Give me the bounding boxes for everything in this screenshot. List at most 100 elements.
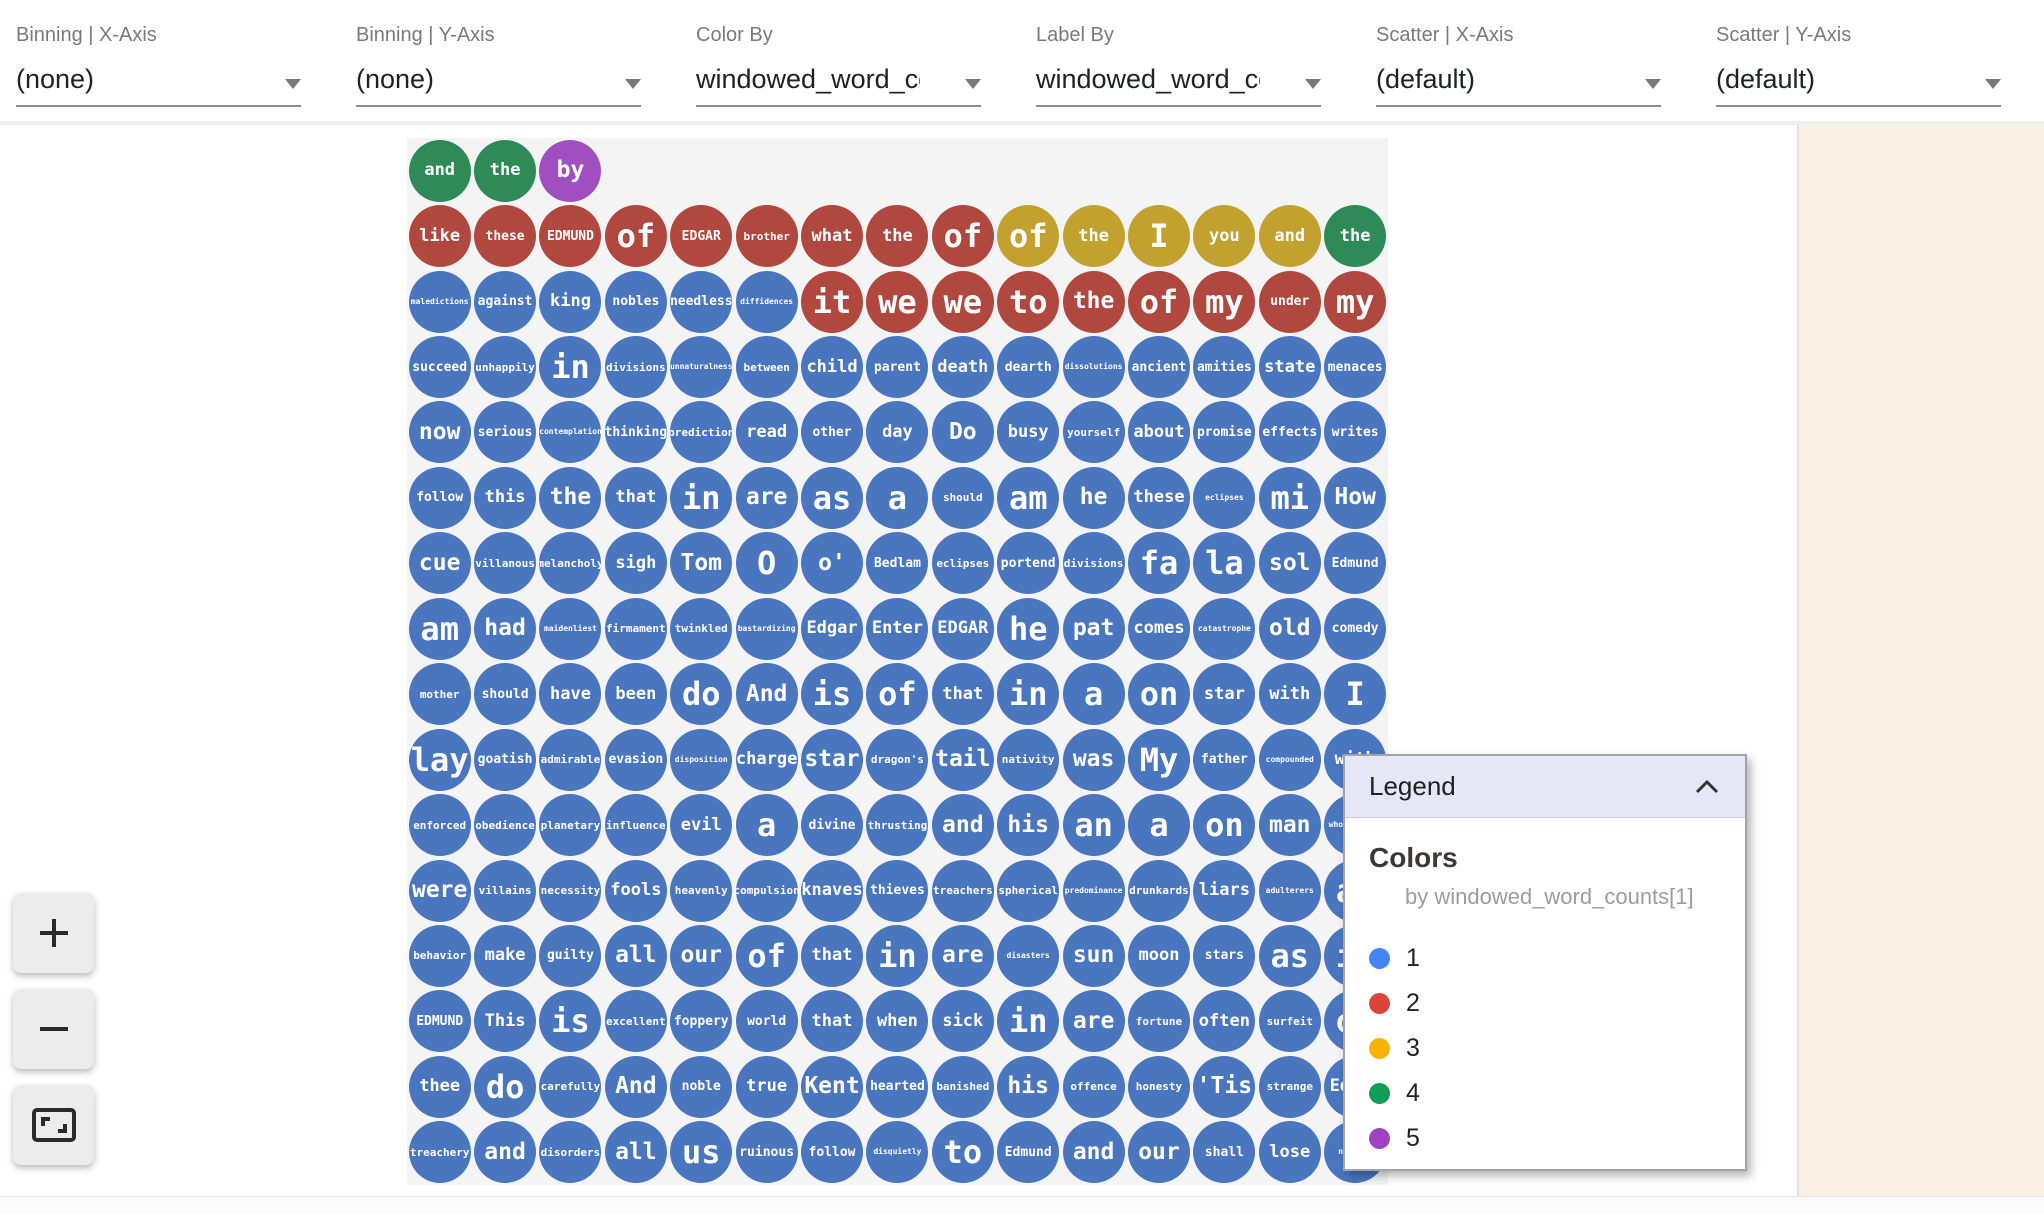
word-bubble[interactable]: of [931,205,994,268]
word-bubble[interactable]: contemplation [539,401,602,464]
word-bubble[interactable]: disasters [997,924,1060,987]
word-bubble[interactable]: my [1324,270,1387,333]
word-bubble[interactable]: Edmund [1324,532,1387,595]
word-bubble[interactable]: he [1062,466,1125,529]
word-bubble[interactable]: in [539,336,602,399]
word-bubble[interactable]: of [604,205,667,268]
word-bubble[interactable]: the [539,466,602,529]
zoom-out-button[interactable] [13,989,94,1069]
word-bubble[interactable]: influence [604,794,667,857]
word-bubble[interactable]: fa [1127,532,1190,595]
word-bubble[interactable]: on [1193,794,1256,857]
word-bubble[interactable]: thinking [604,401,667,464]
word-bubble[interactable]: had [474,597,537,660]
word-bubble[interactable]: behavior [408,924,471,987]
word-bubble[interactable]: our [670,924,733,987]
word-bubble[interactable]: true [735,1055,798,1118]
word-bubble[interactable]: drunkards [1127,859,1190,922]
word-bubble[interactable]: planetary [539,794,602,857]
word-bubble[interactable]: on [1127,663,1190,726]
word-bubble[interactable]: Edmund [997,1121,1060,1184]
word-bubble[interactable]: star [801,728,864,791]
word-bubble[interactable]: strange [1258,1055,1321,1118]
word-bubble[interactable]: dearth [997,336,1060,399]
word-bubble[interactable]: tail [931,728,994,791]
word-bubble[interactable]: in [997,663,1060,726]
word-bubble[interactable]: melancholy [539,532,602,595]
word-bubble[interactable]: it [801,270,864,333]
word-bubble[interactable]: ruinous [735,1121,798,1184]
word-bubble[interactable]: O [735,532,798,595]
word-bubble[interactable]: I [1324,663,1387,726]
word-bubble[interactable]: are [1062,990,1125,1053]
fit-to-screen-button[interactable] [13,1085,94,1165]
word-bubble[interactable]: follow [801,1121,864,1184]
word-bubble[interactable]: brother [735,205,798,268]
word-bubble[interactable]: thee [408,1055,471,1118]
word-bubble[interactable]: as [801,466,864,529]
word-bubble[interactable]: child [801,336,864,399]
word-bubble[interactable]: nobles [604,270,667,333]
word-bubble[interactable]: of [866,663,929,726]
word-bubble[interactable]: man [1258,794,1321,857]
word-bubble[interactable]: do [474,1055,537,1118]
word-bubble[interactable]: hearted [866,1055,929,1118]
word-bubble[interactable]: about [1127,401,1190,464]
word-bubble[interactable]: is [801,663,864,726]
word-bubble[interactable]: the [474,139,537,202]
word-bubble[interactable]: comedy [1324,597,1387,660]
word-bubble[interactable]: and [1062,1121,1125,1184]
word-bubble[interactable]: often [1193,990,1256,1053]
word-bubble[interactable]: predominance [1062,859,1125,922]
word-bubble[interactable]: busy [997,401,1060,464]
word-bubble[interactable]: sun [1062,924,1125,987]
word-bubble[interactable]: death [931,336,994,399]
word-bubble[interactable]: This [474,990,537,1053]
word-bubble[interactable]: stars [1193,924,1256,987]
word-bubble[interactable]: banished [931,1055,994,1118]
word-bubble[interactable]: adulterers [1258,859,1321,922]
word-bubble[interactable]: diffidences [735,270,798,333]
word-bubble[interactable]: follow [408,466,471,529]
word-bubble[interactable]: la [1193,532,1256,595]
word-bubble[interactable]: as [1258,924,1321,987]
word-bubble[interactable]: and [474,1121,537,1184]
word-bubble[interactable]: heavenly [670,859,733,922]
word-bubble[interactable]: been [604,663,667,726]
word-bubble[interactable]: divisions [604,336,667,399]
word-bubble[interactable]: Kent [801,1055,864,1118]
binning-x-axis-dropdown[interactable]: Binning | X-Axis (none) [16,0,301,110]
word-bubble[interactable]: he [997,597,1060,660]
word-bubble[interactable]: treachery [408,1121,471,1184]
word-bubble[interactable]: liars [1193,859,1256,922]
color-by-dropdown[interactable]: Color By windowed_word_co [696,0,981,110]
word-bubble[interactable]: foppery [670,990,733,1053]
word-bubble[interactable]: compounded [1258,728,1321,791]
label-by-dropdown[interactable]: Label By windowed_word_co [1036,0,1321,110]
word-bubble[interactable]: twinkled [670,597,733,660]
word-bubble[interactable]: writes [1324,401,1387,464]
word-bubble[interactable]: treachers [931,859,994,922]
word-bubble[interactable]: charge [735,728,798,791]
word-bubble[interactable]: divisions [1062,532,1125,595]
word-bubble[interactable]: a [1062,663,1125,726]
word-bubble[interactable]: when [866,990,929,1053]
word-bubble[interactable]: eclipses [931,532,994,595]
word-bubble[interactable]: My [1127,728,1190,791]
word-bubble[interactable]: Do [931,401,994,464]
word-bubble[interactable]: day [866,401,929,464]
word-bubble[interactable]: menaces [1324,336,1387,399]
word-bubble[interactable]: Bedlam [866,532,929,595]
word-bubble[interactable]: to [997,270,1060,333]
word-bubble[interactable]: this [474,466,537,529]
word-bubble[interactable]: needless [670,270,733,333]
word-bubble[interactable]: am [408,597,471,660]
word-bubble[interactable]: EDGAR [670,205,733,268]
word-bubble[interactable]: pat [1062,597,1125,660]
word-bubble[interactable]: fools [604,859,667,922]
word-bubble[interactable]: dissolutions [1062,336,1125,399]
word-bubble[interactable]: what [801,205,864,268]
word-bubble[interactable]: excellent [604,990,667,1053]
word-bubble[interactable]: with [1258,663,1321,726]
word-bubble[interactable]: catastrophe [1193,597,1256,660]
